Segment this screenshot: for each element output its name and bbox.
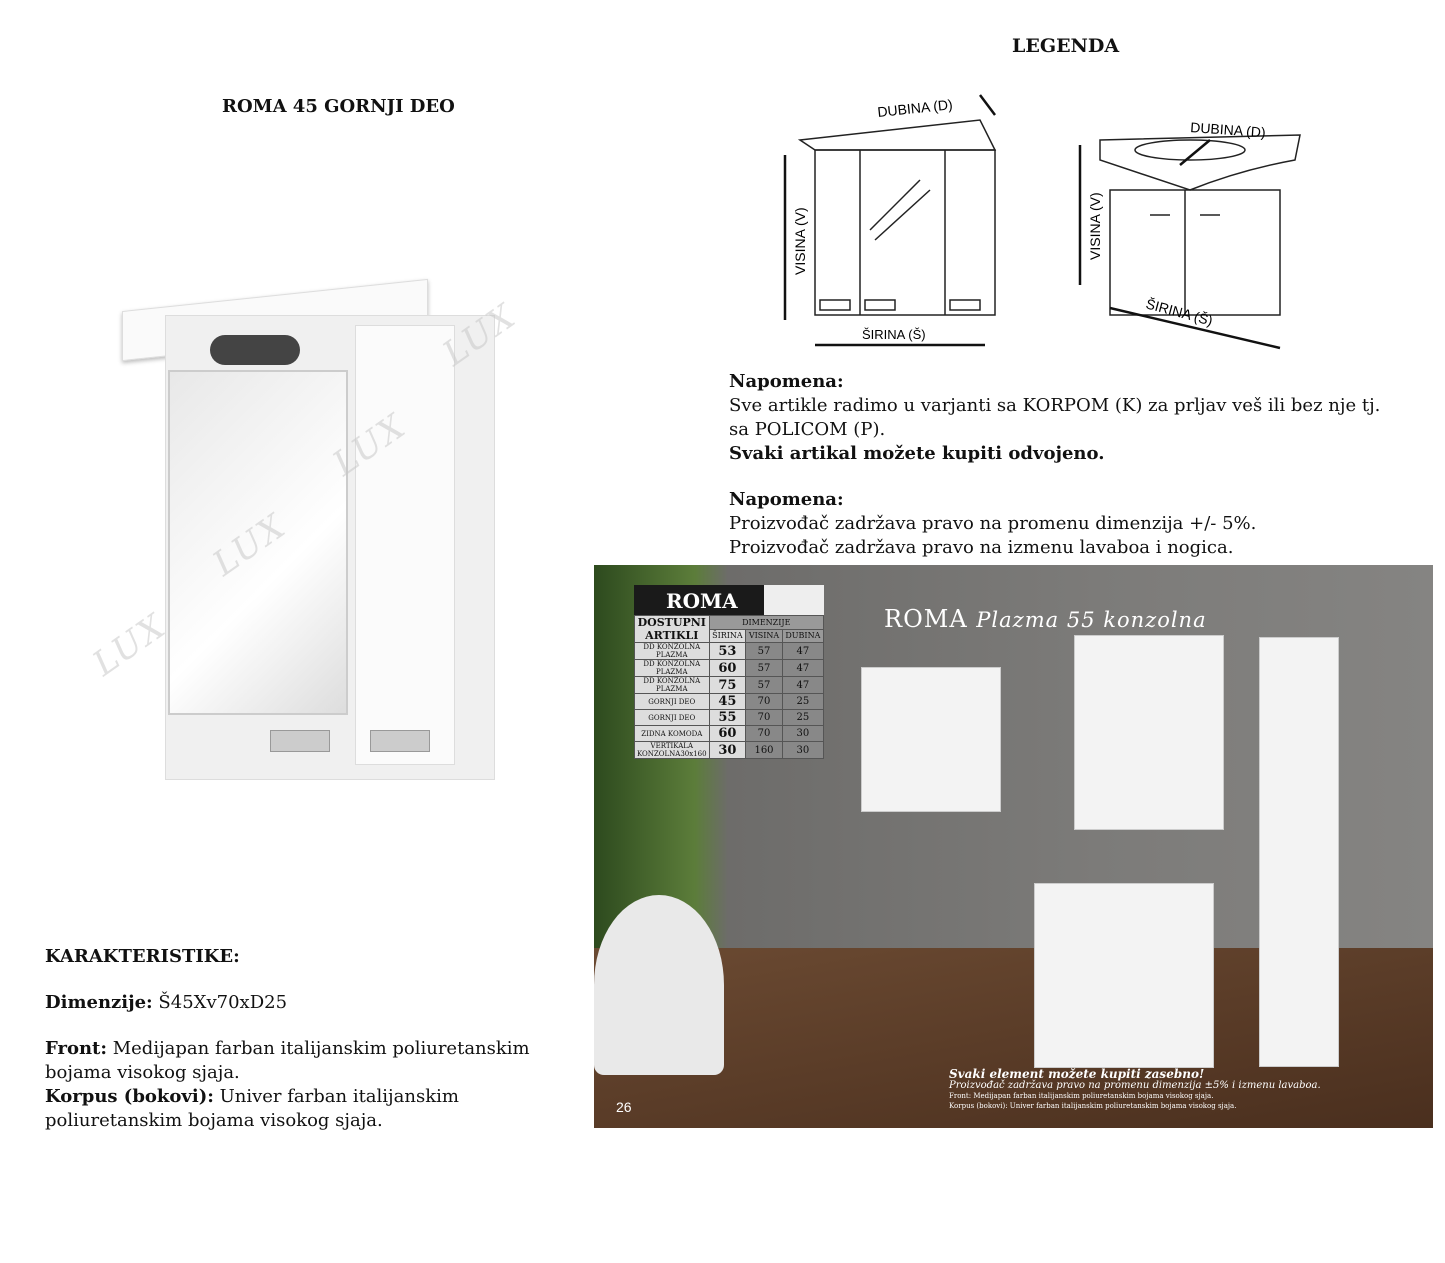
- note-line: Sve artikle radimo u varjanti sa KORPOM …: [729, 395, 1381, 416]
- note-title: Napomena:: [729, 489, 844, 510]
- caption-line: Front: Medijapan farban italijanskim pol…: [949, 1092, 1214, 1100]
- dimension-cell: 53: [708, 642, 747, 660]
- dimension-cell: 30: [781, 725, 825, 742]
- catalog-photo: ROMA Plazma 55 konzolna ROMA DOSTUPNI AR…: [594, 565, 1433, 1128]
- dimension-cell: 70: [745, 725, 783, 742]
- dimension-cell: 57: [745, 659, 783, 677]
- photo-subtitle: Plazma 55 konzolna: [976, 608, 1207, 632]
- col-header: DUBINA: [781, 628, 825, 643]
- dimension-cell: 160: [745, 741, 783, 759]
- watermark: LUX: [85, 605, 174, 685]
- note-1: Napomena: Sve artikle radimo u varjanti …: [729, 370, 1380, 466]
- note-2: Napomena: Proizvođač zadržava pravo na p…: [729, 488, 1256, 560]
- features-title: KARAKTERISTIKE:: [45, 946, 240, 967]
- korpus-label: Korpus (bokovi):: [45, 1086, 214, 1107]
- visina-label: VISINA (V): [792, 207, 808, 275]
- dimension-cell: 47: [781, 642, 825, 660]
- article-cell: VERTIKALA KONZOLNA30x160: [634, 741, 710, 759]
- sirina-label: ŠIRINA (Š): [862, 327, 926, 342]
- note-title: Napomena:: [729, 371, 844, 392]
- visina-label-2: VISINA (V): [1087, 192, 1103, 260]
- dimension-cell: 60: [708, 659, 747, 677]
- note-bold: Svaki artikal možete kupiti odvojeno.: [729, 443, 1105, 464]
- table-header: DOSTUPNI ARTIKLI: [634, 615, 710, 643]
- note-line: sa POLICOM (P).: [729, 419, 886, 440]
- table-brand: ROMA: [634, 585, 764, 615]
- note-line: Proizvođač zadržava pravo na promenu dim…: [729, 513, 1257, 534]
- dubina-label: DUBINA (D): [877, 96, 954, 120]
- article-cell: GORNJI DEO: [634, 693, 710, 710]
- dimension-cell: 57: [745, 676, 783, 694]
- col-header: ŠIRINA: [708, 628, 747, 643]
- dimension-cell: 55: [708, 709, 747, 726]
- caption-line: Proizvođač zadržava pravo na promenu dim…: [949, 1080, 1321, 1091]
- dimension-cell: 57: [745, 642, 783, 660]
- dim-label: Dimenzije:: [45, 992, 153, 1013]
- dimension-cell: 47: [781, 659, 825, 677]
- caption-line: Korpus (bokovi): Univer farban italijans…: [949, 1102, 1237, 1110]
- dimension-cell: 25: [781, 709, 825, 726]
- product-title: ROMA 45 GORNJI DEO: [222, 96, 455, 117]
- dimension-cell: 45: [708, 693, 747, 710]
- dimension-cell: 47: [781, 676, 825, 694]
- photo-caption: Svaki element možete kupiti zasebno! Pro…: [949, 1067, 1321, 1111]
- dimension-cell: 25: [781, 693, 825, 710]
- col-header: VISINA: [745, 628, 783, 643]
- article-cell: DD KONZOLNA PLAZMA: [634, 676, 710, 694]
- table-header: DIMENZIJE: [708, 615, 825, 630]
- article-cell: DD KONZOLNA PLAZMA: [634, 642, 710, 660]
- article-cell: ZIDNA KOMODA: [634, 725, 710, 742]
- photo-title: ROMA: [884, 605, 968, 633]
- korpus-value: Univer farban italijanskim poliuretanski…: [45, 1086, 459, 1131]
- front-label: Front:: [45, 1038, 107, 1059]
- dimension-cell: 30: [781, 741, 825, 759]
- features: KARAKTERISTIKE: Dimenzije: Š45Xv70xD25 F…: [45, 945, 585, 1133]
- dubina-label-2: DUBINA (D): [1190, 119, 1266, 140]
- product-image: LUX LUX LUX LUX: [86, 245, 540, 785]
- dim-value: Š45Xv70xD25: [152, 992, 288, 1013]
- page-number: 26: [616, 1099, 632, 1115]
- dimension-legend-diagram: DUBINA (D) VISINA (V) ŠIRINA (Š) DUBINA …: [783, 94, 1301, 350]
- caption-line: Svaki element možete kupiti zasebno!: [949, 1067, 1205, 1081]
- note-line: Proizvođač zadržava pravo na izmenu lava…: [729, 537, 1234, 558]
- legend-title: LEGENDA: [1012, 35, 1120, 57]
- dimension-cell: 75: [708, 676, 747, 694]
- dimension-cell: 70: [745, 693, 783, 710]
- article-cell: DD KONZOLNA PLAZMA: [634, 659, 710, 677]
- dimension-cell: 60: [708, 725, 747, 742]
- front-value: Medijapan farban italijanskim poliuretan…: [45, 1038, 530, 1083]
- dimension-cell: 30: [708, 741, 747, 759]
- dimension-cell: 70: [745, 709, 783, 726]
- article-cell: GORNJI DEO: [634, 709, 710, 726]
